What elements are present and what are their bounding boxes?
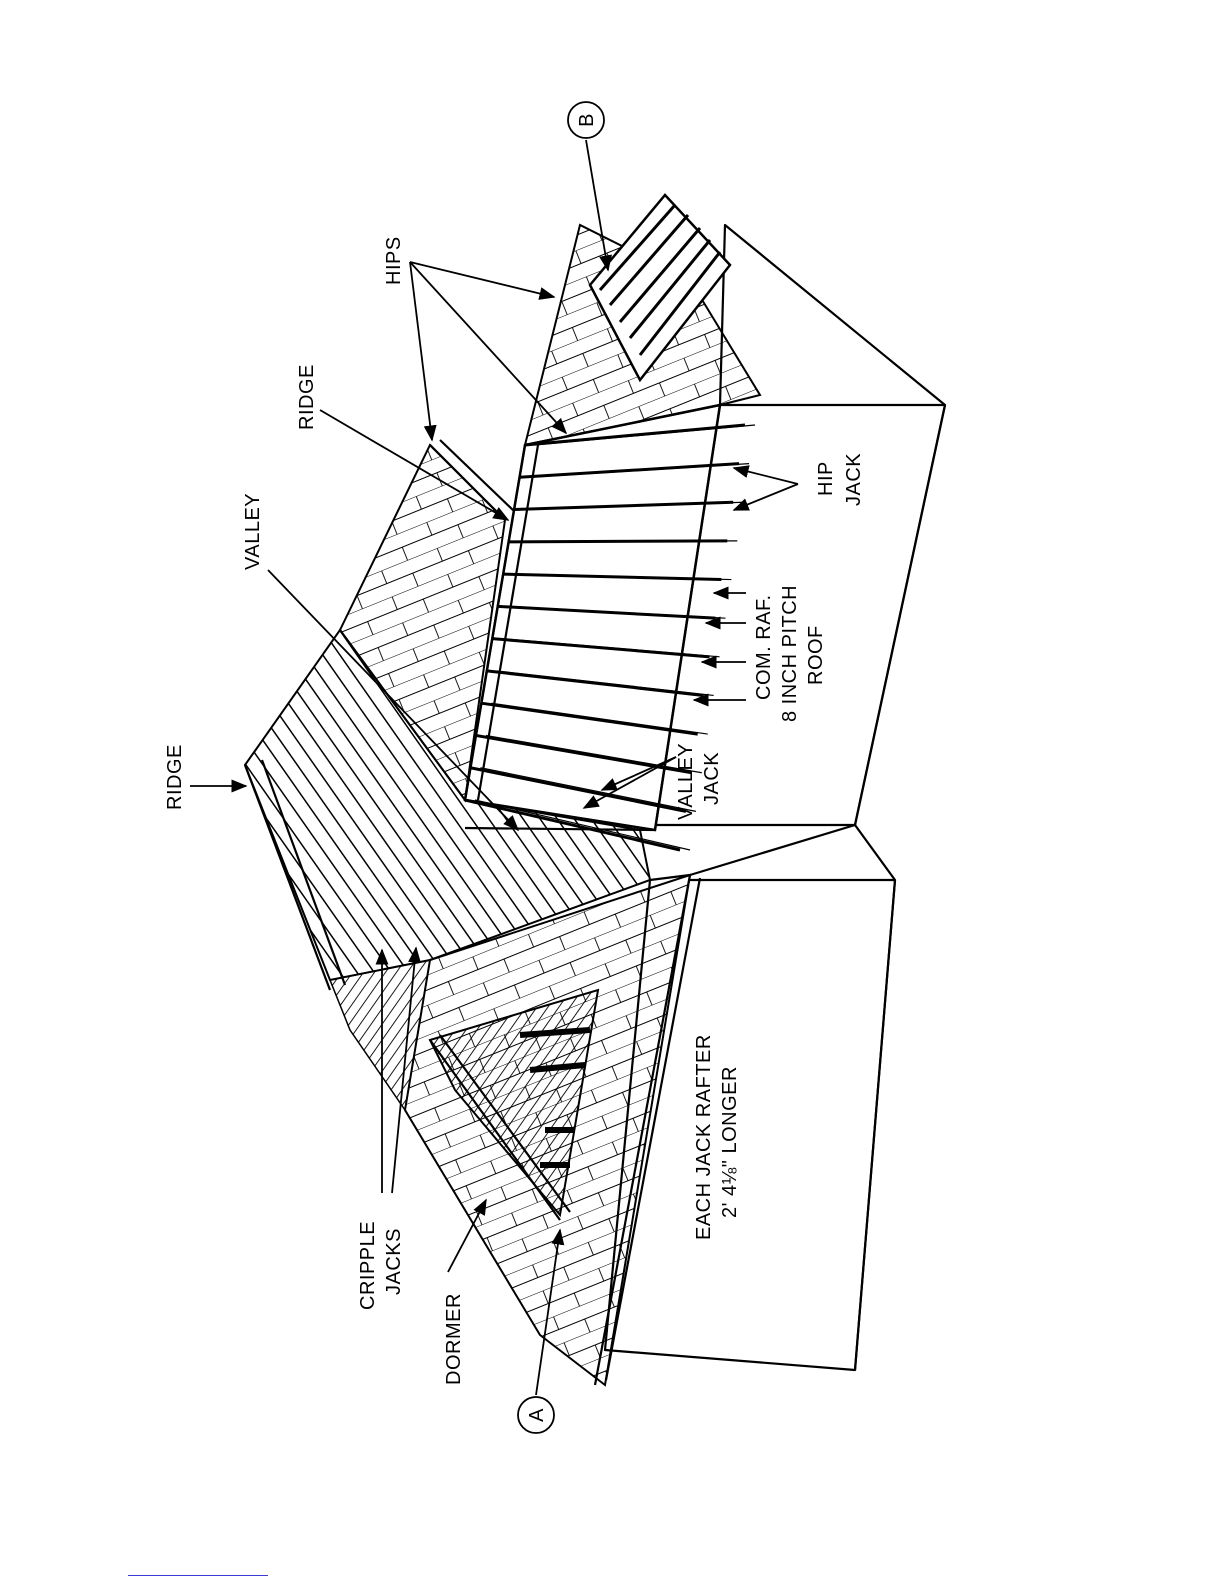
label-cripple-2: JACKS [383,1228,405,1295]
label-valley-jack-2: JACK [701,752,723,805]
label-com-raf-3: ROOF [805,625,827,685]
label-hips: HIPS [383,236,405,285]
label-ridge-center: RIDGE [296,364,318,430]
label-each-jack-2: 2' 4⅛" LONGER [719,1066,741,1218]
label-valley-jack-1: VALLEY [675,743,697,820]
label-com-raf-2: 8 INCH PITCH [779,585,801,722]
label-com-raf-1: COM. RAF. [753,594,775,700]
callout-a-label: A [526,1408,548,1422]
label-ridge-left: RIDGE [164,744,186,810]
callout-b-label: B [576,113,598,127]
label-hip-jack-2: JACK [843,453,865,506]
label-dormer: DORMER [443,1293,465,1385]
footer-link-underline[interactable] [128,1575,268,1576]
label-cripple-1: CRIPPLE [357,1221,379,1310]
label-valley: VALLEY [242,493,264,570]
label-hip-jack-1: HIP [815,461,837,496]
label-each-jack-1: EACH JACK RAFTER [693,1034,715,1240]
